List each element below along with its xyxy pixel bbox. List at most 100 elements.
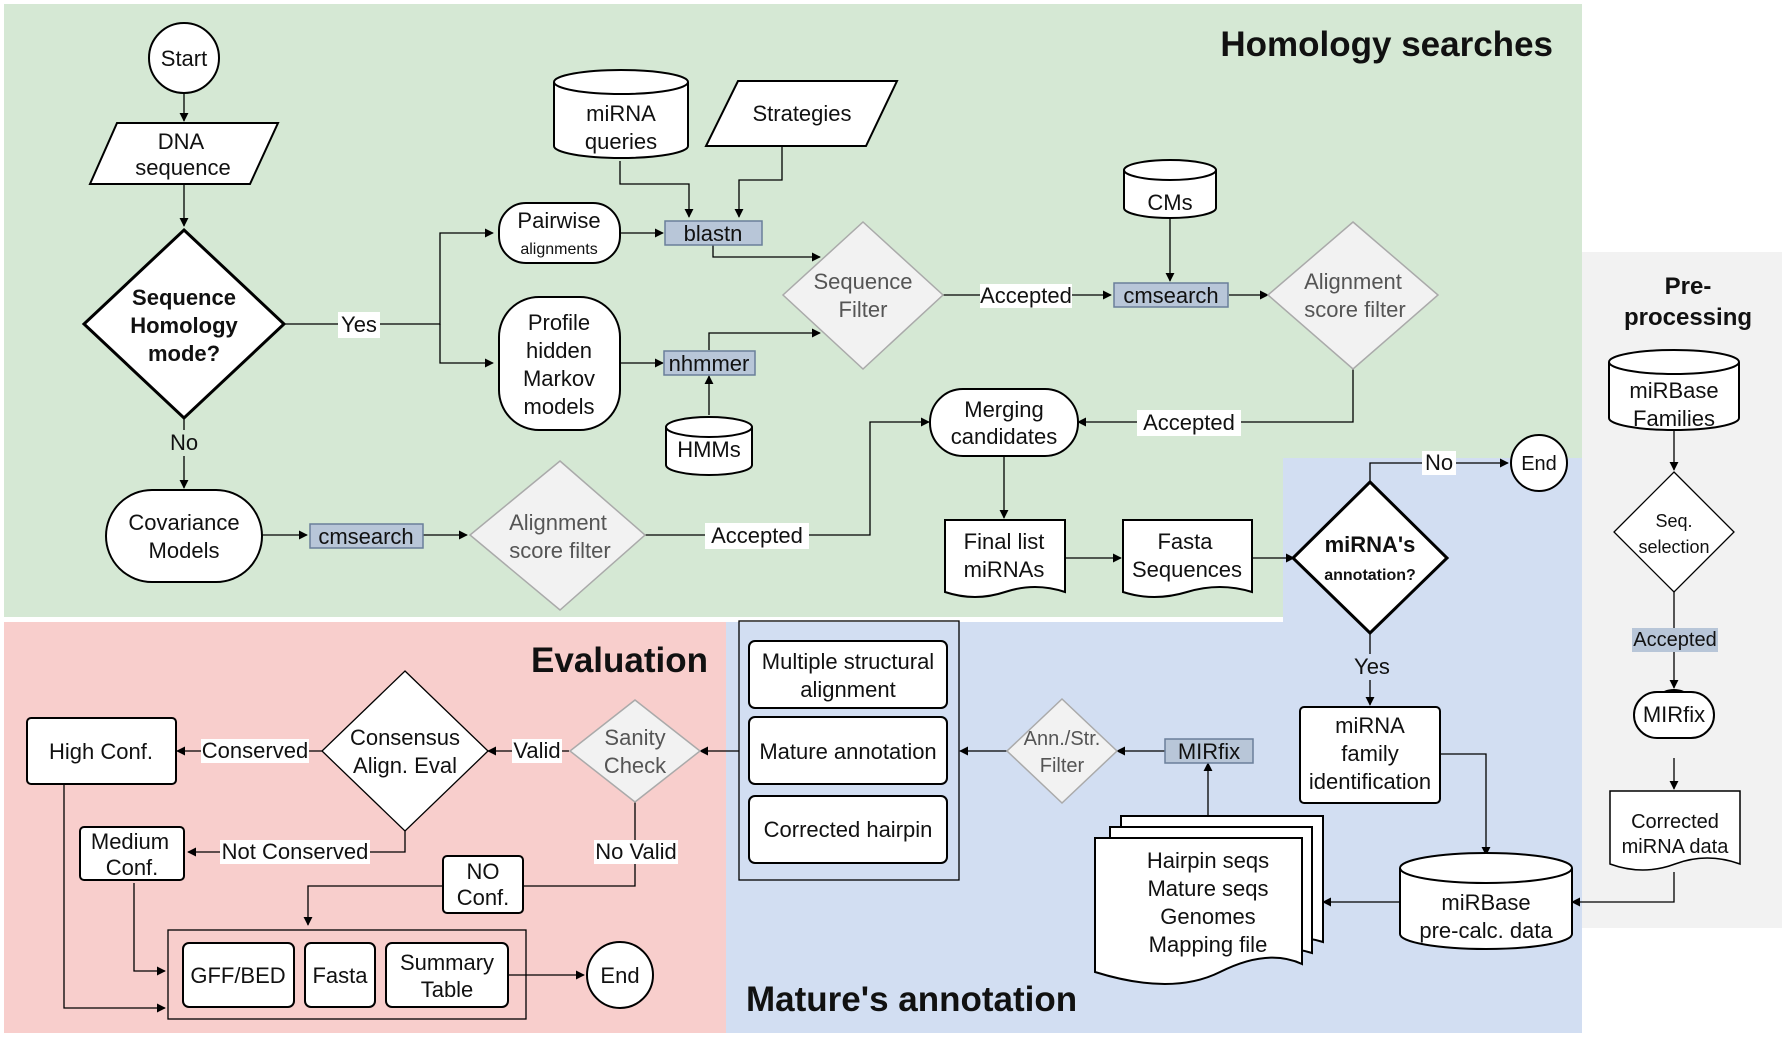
mirna-annotation-decision: miRNA's annotation? (1290, 479, 1450, 636)
dna-sequence-input: DNA sequence (88, 122, 280, 185)
svg-text:cmsearch: cmsearch (1123, 283, 1218, 308)
svg-text:Start: Start (161, 46, 207, 71)
svg-text:Homology: Homology (130, 313, 238, 338)
svg-text:miRBase: miRBase (1629, 378, 1718, 403)
mature-annotation-node: Mature annotation (748, 716, 948, 785)
strategies-input: Strategies (704, 80, 899, 147)
edge-label-valid: Valid (513, 738, 560, 763)
svg-text:MIRfix: MIRfix (1643, 702, 1705, 727)
svg-text:mode?: mode? (148, 341, 220, 366)
edge-label-accepted-2: Accepted (1143, 410, 1235, 435)
final-list-mirnas-document: Final list miRNAs (944, 519, 1066, 598)
svg-text:Medium: Medium (91, 829, 169, 854)
multiple-structural-alignment-node: Multiple structural alignment (748, 640, 948, 709)
svg-text:Summary: Summary (400, 950, 494, 975)
svg-text:High Conf.: High Conf. (49, 739, 153, 764)
svg-text:Models: Models (149, 538, 220, 563)
edge-label-not-conserved: Not Conserved (222, 839, 369, 864)
svg-text:Check: Check (604, 753, 667, 778)
svg-text:miRNA data: miRNA data (1622, 836, 1730, 858)
mature-title: Mature's annotation (746, 980, 1077, 1019)
svg-text:CMs: CMs (1147, 190, 1192, 215)
medium-conf-node: Medium Conf. (79, 826, 185, 881)
corrected-hairpin-node: Corrected hairpin (748, 795, 948, 864)
edge-labels: Yes No Accepted Accepted Accepted No Yes… (167, 283, 1718, 864)
pairwise-alignments-node: Pairwise alignments (498, 202, 621, 264)
svg-text:miRNA: miRNA (586, 101, 656, 126)
svg-text:alignment: alignment (800, 677, 895, 702)
homology-mode-decision: Sequence Homology mode? (81, 227, 287, 421)
svg-text:Sequences: Sequences (1132, 557, 1242, 582)
mirfix-output-group: Multiple structural alignment Mature ann… (738, 620, 960, 881)
preprocessing-title-line1: Pre- (1665, 273, 1712, 300)
svg-text:Mature seqs: Mature seqs (1147, 876, 1268, 901)
svg-text:Filter: Filter (1040, 755, 1085, 777)
svg-text:miRNAs: miRNAs (964, 557, 1045, 582)
svg-text:Strategies: Strategies (752, 101, 851, 126)
svg-text:score filter: score filter (509, 538, 610, 563)
merging-candidates-node: Merging candidates (929, 388, 1079, 457)
svg-text:Fasta: Fasta (1157, 529, 1213, 554)
end-node-top: End (1510, 434, 1568, 492)
svg-text:Profile: Profile (528, 310, 590, 335)
svg-text:annotation?: annotation? (1324, 567, 1416, 584)
svg-text:MIRfix: MIRfix (1178, 739, 1240, 764)
fasta-output: Fasta (304, 942, 376, 1008)
profile-hmm-node: Profile hidden Markov models (498, 296, 621, 431)
cms-database: CMs (1123, 159, 1217, 219)
svg-text:Final list: Final list (964, 529, 1045, 554)
nhmmer-tool: nhmmer (663, 350, 756, 376)
svg-text:alignments: alignments (520, 241, 597, 258)
hmms-database: HMMs (665, 416, 753, 476)
svg-text:Corrected: Corrected (1631, 811, 1719, 833)
mirfix-preprocessing-node: MIRfix (1633, 689, 1715, 739)
mirna-queries-database: miRNA queries (553, 69, 689, 159)
svg-text:Mature annotation: Mature annotation (759, 739, 936, 764)
svg-text:Mapping file: Mapping file (1149, 932, 1268, 957)
edge-label-yes-family: Yes (1354, 654, 1390, 679)
svg-text:blastn: blastn (684, 221, 743, 246)
alignment-score-filter-bottom: Alignment score filter (468, 460, 647, 611)
preprocessing-title-line2: processing (1624, 304, 1752, 331)
svg-text:Merging: Merging (964, 397, 1043, 422)
svg-text:identification: identification (1309, 769, 1431, 794)
svg-text:End: End (1521, 453, 1557, 475)
svg-text:sequence: sequence (135, 155, 230, 180)
svg-text:Table: Table (421, 977, 474, 1002)
svg-text:family: family (1341, 741, 1398, 766)
edge-label-yes: Yes (341, 312, 377, 337)
corrected-mirna-data-document: Corrected miRNA data (1609, 790, 1741, 871)
start-node: Start (148, 22, 220, 94)
homology-title: Homology searches (1220, 25, 1553, 64)
mirfix-tool: MIRfix (1164, 738, 1254, 764)
svg-text:NO: NO (467, 859, 500, 884)
end-node-bottom: End (586, 941, 654, 1009)
edge-label-no: No (170, 430, 198, 455)
svg-text:Covariance: Covariance (128, 510, 239, 535)
fasta-sequences-document: Fasta Sequences (1122, 519, 1253, 598)
svg-text:Alignment: Alignment (509, 510, 607, 535)
svg-text:miRNA's: miRNA's (1325, 532, 1416, 557)
covariance-models-node: Covariance Models (105, 489, 263, 583)
summary-table-output: Summary Table (385, 942, 509, 1008)
svg-text:Families: Families (1633, 406, 1715, 431)
edge-label-accepted-1: Accepted (980, 283, 1072, 308)
edge-label-conserved: Conserved (202, 738, 308, 763)
svg-text:Genomes: Genomes (1160, 904, 1255, 929)
evaluation-title: Evaluation (531, 641, 708, 680)
svg-text:Align. Eval: Align. Eval (353, 753, 457, 778)
svg-text:Hairpin seqs: Hairpin seqs (1147, 848, 1269, 873)
edge-label-no-valid: No Valid (595, 839, 677, 864)
svg-text:nhmmer: nhmmer (669, 351, 750, 376)
svg-text:Consensus: Consensus (350, 725, 460, 750)
blastn-tool: blastn (664, 220, 763, 246)
svg-text:DNA: DNA (158, 129, 205, 154)
mirna-family-identification-node: miRNA family identification (1299, 706, 1441, 804)
svg-text:score filter: score filter (1304, 297, 1405, 322)
svg-text:Corrected hairpin: Corrected hairpin (764, 817, 933, 842)
sanity-check-decision: Sanity Check (568, 699, 702, 803)
sequence-filter-decision: Sequence Filter (781, 220, 945, 371)
svg-text:End: End (600, 963, 639, 988)
seq-selection-decision: Seq. selection (1613, 471, 1735, 593)
mirbase-families-database: miRBase Families (1608, 349, 1740, 431)
